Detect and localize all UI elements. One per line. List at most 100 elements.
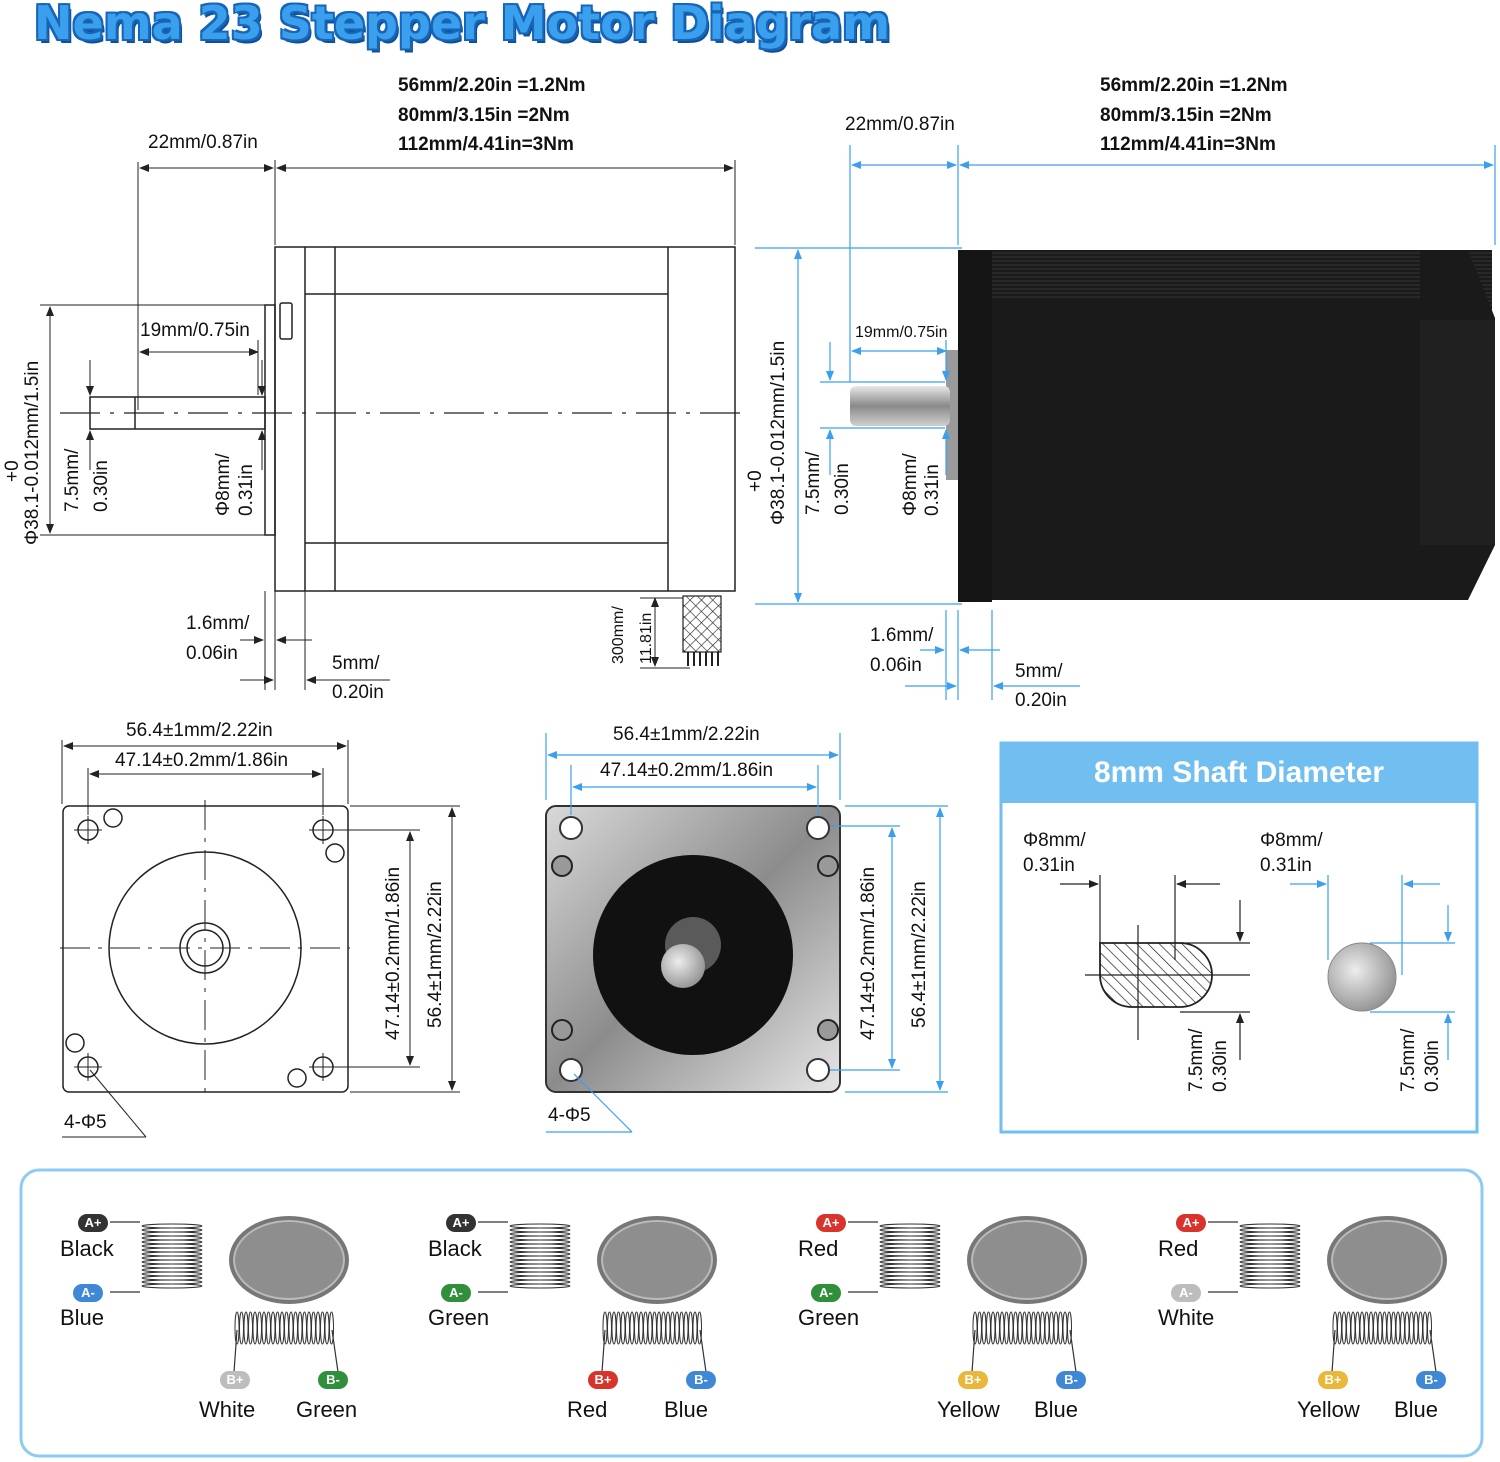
cable-length-label-b: 11.81in bbox=[638, 612, 655, 664]
flange-label-b: 0.20in bbox=[332, 682, 384, 703]
spec-line-2-photo: 80mm/3.15in =2Nm bbox=[1100, 105, 1272, 126]
wiring-graphics bbox=[110, 1221, 1437, 1373]
coil-a-3 bbox=[848, 1221, 941, 1293]
wire-color-a-plus-1: Black bbox=[60, 1236, 114, 1261]
coil-a-2 bbox=[478, 1221, 571, 1293]
shaft-photo bbox=[1290, 875, 1455, 1060]
flat-label-b: 0.30in bbox=[91, 460, 112, 512]
hole-pitch-vertical-label: 47.14±0.2mm/1.86in bbox=[383, 866, 404, 1040]
wire-tag-a-plus-4: A+ bbox=[1176, 1214, 1206, 1232]
wire-tag-a-plus-2: A+ bbox=[446, 1214, 476, 1232]
front-view-drawing bbox=[60, 740, 460, 1138]
face-height-label: 56.4±1mm/2.22in bbox=[425, 881, 446, 1028]
wire-tag-a-minus-4: A- bbox=[1171, 1284, 1201, 1302]
holes-label-photo: 4-Φ5 bbox=[548, 1105, 591, 1126]
flat-label-a-photo: 7.5mm/ bbox=[803, 451, 824, 515]
shaft-section-flat-b: 0.30in bbox=[1210, 1040, 1231, 1092]
front-length-label: 22mm/0.87in bbox=[148, 132, 258, 153]
cable-length-label-a: 300mm/ bbox=[610, 606, 627, 664]
face-width-label: 56.4±1mm/2.22in bbox=[126, 720, 273, 741]
wire-color-a-minus-1: Blue bbox=[60, 1305, 105, 1330]
front-view-photo bbox=[545, 805, 841, 1093]
shaft-dia-label-a-photo: Φ8mm/ bbox=[900, 453, 921, 516]
boss-dia-label: Φ38.1-0.012mm/1.5in bbox=[22, 360, 43, 545]
coil-b-1 bbox=[233, 1311, 339, 1373]
shaft-dia-label-a: Φ8mm/ bbox=[213, 453, 234, 516]
spec-line-3-photo: 112mm/4.41in=3Nm bbox=[1100, 134, 1276, 155]
shaft-length-label-photo: 19mm/0.75in bbox=[855, 324, 948, 341]
coil-a-4 bbox=[1208, 1221, 1301, 1293]
flange-label-a: 5mm/ bbox=[332, 653, 380, 674]
wire-color-a-plus-2: Black bbox=[428, 1236, 482, 1261]
boss-dia-label-photo: Φ38.1-0.012mm/1.5in bbox=[768, 340, 789, 525]
boss-height-label-b: 0.06in bbox=[186, 643, 238, 664]
wire-tag-b-minus-1: B- bbox=[318, 1371, 348, 1389]
boss-dia-tol-label-photo: +0 bbox=[745, 470, 766, 492]
wire-color-b-minus-2: Blue bbox=[664, 1397, 709, 1422]
face-width-label-photo: 56.4±1mm/2.22in bbox=[613, 724, 760, 745]
shaft-dia-label-b: 0.31in bbox=[236, 464, 257, 516]
shaft-panel-title: 8mm Shaft Diameter bbox=[1001, 743, 1477, 803]
wire-tag-b-minus-2: B- bbox=[686, 1371, 716, 1389]
wire-color-b-plus-2: Red bbox=[567, 1397, 608, 1422]
wire-tag-a-minus-2: A- bbox=[441, 1284, 471, 1302]
wire-color-a-plus-4: Red bbox=[1158, 1236, 1199, 1261]
flat-label-b-photo: 0.30in bbox=[832, 463, 853, 515]
cable-wires-drawing bbox=[687, 652, 719, 666]
page-title: Nema 23 Stepper Motor Diagram bbox=[34, 0, 891, 50]
shaft-dia-label-b-photo: 0.31in bbox=[922, 464, 943, 516]
coil-a-1 bbox=[110, 1221, 203, 1293]
wire-tag-a-plus-3: A+ bbox=[816, 1214, 846, 1232]
wire-color-a-minus-3: Green bbox=[798, 1305, 860, 1330]
shaft-section-flat-a: 7.5mm/ bbox=[1186, 1028, 1207, 1092]
flange-label-b-photo: 0.20in bbox=[1015, 690, 1067, 711]
side-photo-dimensions bbox=[755, 145, 1496, 700]
spec-line-2: 80mm/3.15in =2Nm bbox=[398, 105, 570, 126]
side-view-drawing bbox=[40, 160, 750, 690]
wire-color-b-plus-3: Yellow bbox=[937, 1397, 1000, 1422]
wire-tag-b-minus-4: B- bbox=[1416, 1371, 1446, 1389]
boss-dia-tol-label: +0 bbox=[2, 460, 23, 482]
shaft-photo-dia-a: Φ8mm/ bbox=[1260, 830, 1323, 851]
wire-color-b-plus-4: Yellow bbox=[1297, 1397, 1360, 1422]
flange-label-a-photo: 5mm/ bbox=[1015, 661, 1063, 682]
motor-symbol-3 bbox=[967, 1216, 1087, 1304]
wire-color-b-minus-1: Green bbox=[296, 1397, 358, 1422]
shaft-section-dia-b: 0.31in bbox=[1023, 855, 1075, 876]
wire-color-b-minus-4: Blue bbox=[1394, 1397, 1439, 1422]
wire-tag-a-plus-1: A+ bbox=[78, 1214, 108, 1232]
wire-tag-b-plus-1: B+ bbox=[220, 1371, 250, 1389]
face-height-label-photo: 56.4±1mm/2.22in bbox=[909, 881, 930, 1028]
wire-tag-b-plus-2: B+ bbox=[588, 1371, 618, 1389]
wire-color-a-minus-4: White bbox=[1158, 1305, 1215, 1330]
boss-height-label-a-photo: 1.6mm/ bbox=[870, 625, 934, 646]
shaft-photo-dia-b: 0.31in bbox=[1260, 855, 1312, 876]
spec-line-1: 56mm/2.20in =1.2Nm bbox=[398, 75, 586, 96]
wire-color-b-minus-3: Blue bbox=[1034, 1397, 1079, 1422]
hole-pitch-label: 47.14±0.2mm/1.86in bbox=[115, 750, 289, 771]
flat-label-a: 7.5mm/ bbox=[62, 448, 83, 512]
holes-label: 4-Φ5 bbox=[64, 1112, 107, 1133]
coil-b-3 bbox=[971, 1311, 1077, 1373]
shaft-length-label: 19mm/0.75in bbox=[140, 320, 250, 341]
motor-symbol-4 bbox=[1327, 1216, 1447, 1304]
boss-height-label-b-photo: 0.06in bbox=[870, 655, 922, 676]
shaft-section-dia-a: Φ8mm/ bbox=[1023, 830, 1086, 851]
wire-tag-a-minus-1: A- bbox=[73, 1284, 103, 1302]
front-length-label-photo: 22mm/0.87in bbox=[845, 114, 955, 135]
wire-tag-a-minus-3: A- bbox=[811, 1284, 841, 1302]
shaft-photo-flat-b: 0.30in bbox=[1422, 1040, 1443, 1092]
spec-line-1-photo: 56mm/2.20in =1.2Nm bbox=[1100, 75, 1288, 96]
wire-tag-b-minus-3: B- bbox=[1056, 1371, 1086, 1389]
side-view-photo bbox=[850, 250, 1495, 602]
wire-color-a-plus-3: Red bbox=[798, 1236, 839, 1261]
front-photo-dimensions bbox=[545, 733, 948, 1133]
wire-color-a-minus-2: Green bbox=[428, 1305, 490, 1330]
cable-sleeve-drawing bbox=[682, 595, 722, 653]
hole-pitch-vertical-label-photo: 47.14±0.2mm/1.86in bbox=[858, 866, 879, 1040]
wiring-frame bbox=[19, 1168, 1484, 1458]
motor-symbol-2 bbox=[597, 1216, 717, 1304]
motor-symbol-1 bbox=[229, 1216, 349, 1304]
wire-tag-b-plus-3: B+ bbox=[958, 1371, 988, 1389]
